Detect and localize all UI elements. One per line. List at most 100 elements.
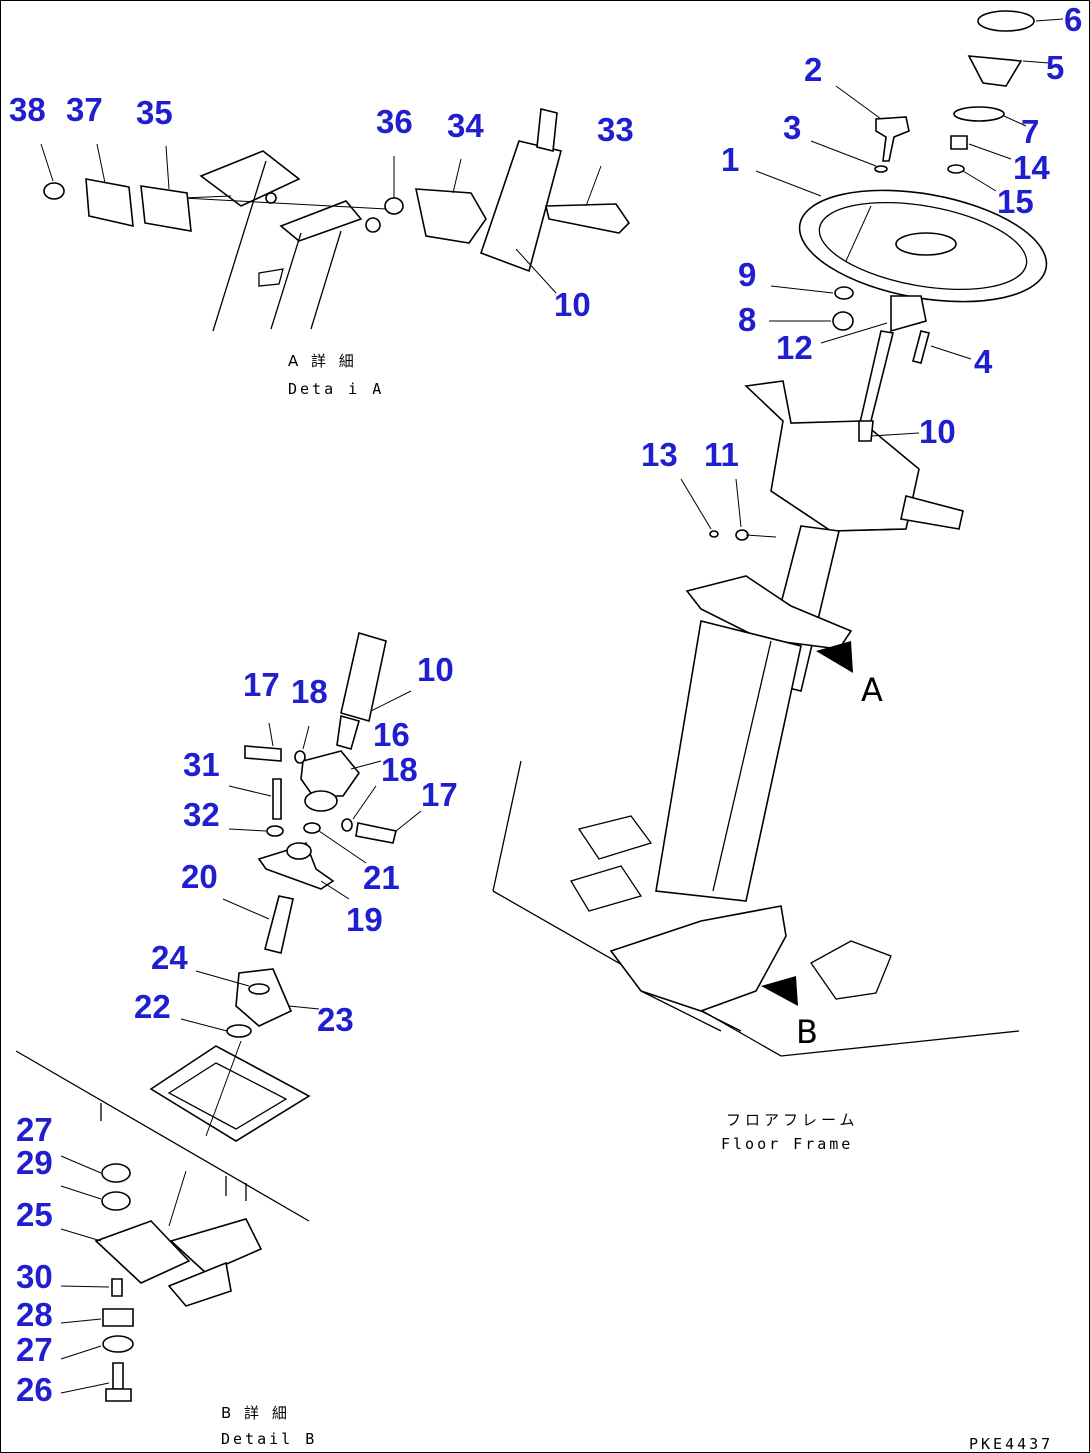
part-19-yoke-top	[286, 842, 312, 860]
callout-34: 34	[447, 107, 484, 144]
column-and-floor-frame	[492, 380, 1020, 1057]
callout-10-main: 10	[919, 413, 956, 450]
part-4-pin	[912, 330, 930, 364]
part-12-shaft	[858, 330, 894, 430]
detail-a-assembly-lines	[182, 195, 387, 210]
leader-27-upper	[60, 1155, 102, 1174]
part-15-washer	[947, 164, 965, 174]
part-17-bolt-lower	[355, 822, 397, 844]
callout-15: 15	[997, 183, 1034, 220]
leader-35	[165, 145, 170, 190]
leader-9	[770, 285, 834, 294]
part-32-washer	[266, 825, 284, 837]
floor-frame-cutout-1	[577, 815, 653, 860]
column-bracket-plate	[685, 575, 853, 650]
part-10-spline-detail-b	[336, 714, 360, 750]
leader-24	[195, 970, 250, 987]
part-25-mount-plate	[169, 1218, 263, 1274]
part-24-seal	[248, 983, 270, 995]
part-18-washer-upper	[294, 750, 306, 764]
callout-28: 28	[16, 1296, 53, 1333]
leader-19	[320, 880, 350, 900]
leader-5	[1022, 60, 1050, 64]
drawing-code: PKE4437	[969, 1435, 1053, 1453]
callout-23: 23	[317, 1001, 354, 1038]
part-16-yoke-base	[304, 790, 338, 812]
leader-25	[60, 1228, 102, 1242]
part-34-bracket	[414, 188, 487, 244]
part-10-column-detail-b	[340, 631, 387, 723]
callout-6: 6	[1064, 1, 1082, 38]
leader-20	[222, 898, 270, 920]
part-28-cushion	[102, 1308, 134, 1327]
callout-1: 1	[721, 141, 739, 178]
leader-38	[40, 143, 54, 182]
leader-6	[1035, 18, 1064, 22]
part-13-washer	[709, 530, 719, 538]
detail-b-bracket-inner	[167, 1062, 288, 1130]
callout-2: 2	[804, 51, 822, 88]
leader-23	[288, 1005, 320, 1010]
callout-38: 38	[9, 91, 46, 128]
part-8-nut	[832, 311, 854, 331]
callout-31: 31	[183, 746, 220, 783]
callout-17-upper: 17	[243, 666, 280, 703]
steering-wheel-inner-rim	[818, 201, 1028, 291]
leader-21	[318, 830, 367, 864]
callout-30: 30	[16, 1258, 53, 1295]
part-7-ring	[953, 106, 1005, 122]
view-a-arrow	[816, 641, 853, 673]
steering-wheel-hub	[895, 232, 957, 256]
callout-20: 20	[181, 858, 218, 895]
callout-35: 35	[136, 94, 173, 131]
detail-b-title-en: Detail B	[221, 1430, 317, 1448]
detail-b-floor-bracket	[149, 1045, 311, 1142]
detail-a-tab	[258, 268, 284, 287]
callout-5: 5	[1046, 49, 1064, 86]
leader-18-upper	[302, 725, 310, 750]
leader-7	[1003, 115, 1027, 127]
leader-34	[452, 158, 462, 194]
part-10-shaft-top	[858, 420, 874, 442]
part-30-collar	[111, 1278, 123, 1297]
view-b-marker: B	[796, 1013, 818, 1051]
callout-3: 3	[783, 109, 801, 146]
leader-11	[735, 478, 742, 528]
callout-13: 13	[641, 436, 678, 473]
leader-28	[60, 1318, 102, 1324]
part-25-mount	[94, 1220, 191, 1284]
floor-frame-cutout-3	[810, 940, 892, 1000]
callout-27-upper: 27	[16, 1111, 53, 1148]
leader-29	[60, 1185, 102, 1200]
detail-a-bracket	[199, 150, 301, 207]
part-38-nut	[43, 182, 65, 200]
detail-a-column-lines	[212, 160, 342, 332]
column-post-edge	[712, 640, 772, 892]
detail-a-bolt-hole	[265, 192, 277, 204]
leader-32	[228, 828, 267, 832]
leader-2	[835, 85, 882, 120]
part-36-nut	[384, 197, 404, 215]
leader-33	[585, 165, 602, 207]
detail-a-washer	[365, 217, 381, 233]
detail-b-title-jp: B 詳 細	[221, 1404, 291, 1422]
floor-frame-label-jp: フロアフレーム	[726, 1111, 859, 1129]
callout-19: 19	[346, 901, 383, 938]
leader-15	[962, 170, 997, 192]
callout-25: 25	[16, 1196, 53, 1233]
leader-16	[350, 760, 382, 770]
column-base-mount	[609, 905, 787, 1012]
callout-36: 36	[376, 103, 413, 140]
callout-29: 29	[16, 1144, 53, 1181]
leader-30	[60, 1285, 110, 1288]
callout-17-lower: 17	[421, 776, 458, 813]
part-2-knob	[875, 116, 910, 162]
part-31-bolt	[272, 778, 282, 820]
part-22-washer	[226, 1024, 252, 1038]
part-35-plate	[140, 185, 192, 232]
part-14-nut	[950, 135, 968, 150]
leader-26	[60, 1382, 110, 1394]
detail-a-view	[40, 108, 631, 332]
base-mount-details	[640, 990, 742, 1032]
